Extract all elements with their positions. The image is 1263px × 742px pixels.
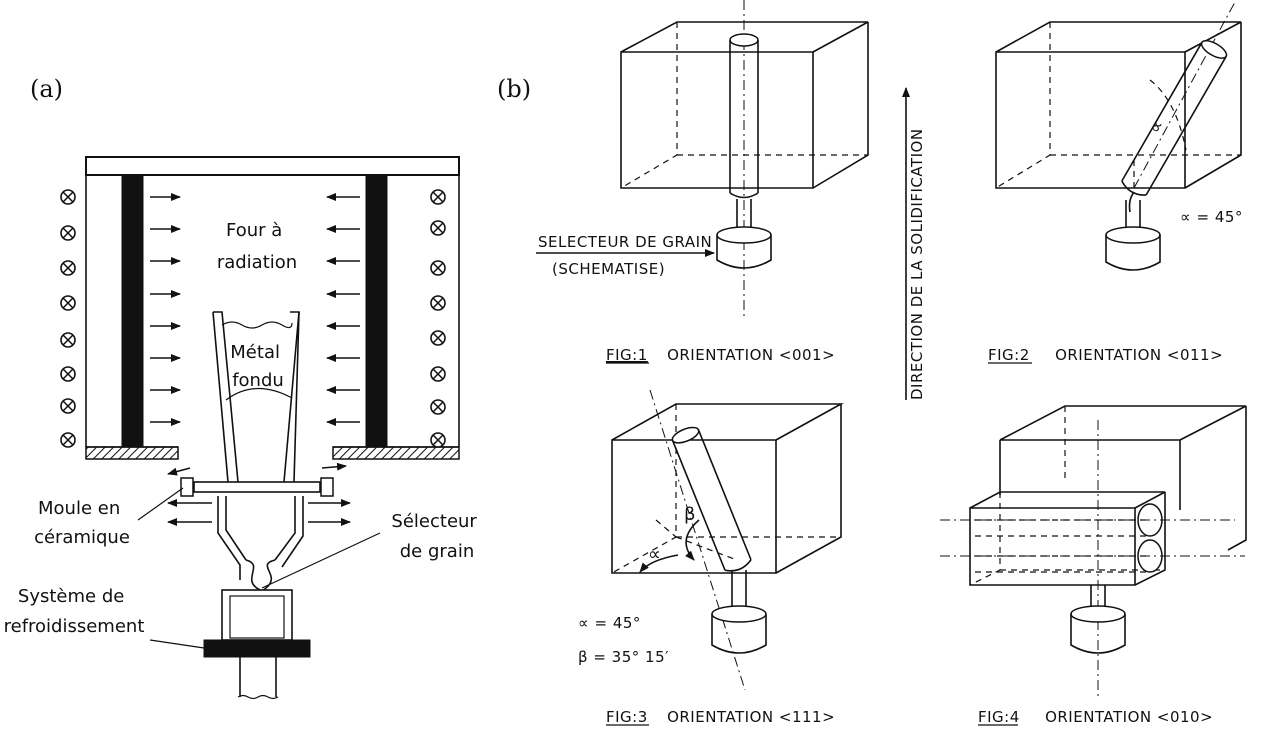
fig2-cube: ∝: [995, 1, 1242, 271]
coil-icon: [60, 225, 76, 241]
ceramic-mold: [180, 311, 334, 641]
left-heater-bar: [121, 174, 144, 448]
fig1-caption: FIG:1 ORIENTATION <001>: [606, 346, 835, 364]
coil-icon: [60, 295, 76, 311]
induction-coils-right: [430, 189, 446, 448]
fig3-cube: [611, 389, 845, 691]
coil-icon: [60, 432, 76, 448]
fig3-beta-label: β = 35° 15′: [578, 648, 669, 666]
coil-icon: [430, 399, 446, 415]
fig3-beta-symbol: β: [684, 504, 696, 525]
coil-icon: [60, 189, 76, 205]
fig2-alpha: ∝: [1144, 116, 1169, 138]
fig4-cube: [940, 405, 1247, 700]
fig3-alpha-symbol: ∝: [648, 544, 661, 565]
furnace-label: Four à radiation: [217, 220, 297, 273]
coil-icon: [430, 189, 446, 205]
left-baffle: [85, 446, 179, 460]
molten-metal-label: Métal fondu: [230, 342, 285, 391]
radiation-arrows-right: [326, 193, 360, 426]
coil-icon: [60, 260, 76, 276]
fig2-caption: FIG:2 ORIENTATION <011>: [988, 346, 1223, 364]
radiation-arrows-left: [150, 193, 181, 426]
coil-icon: [60, 366, 76, 382]
fig3-alpha-label: ∝ = 45°: [578, 614, 641, 632]
fig2-angle-label: ∝ = 45°: [1180, 208, 1243, 226]
coil-icon: [430, 432, 446, 448]
grain-selector-label: Sélecteur de grain: [391, 511, 482, 562]
coil-icon: [430, 366, 446, 382]
coil-icon: [430, 330, 446, 346]
mold-label: Moule en céramique: [34, 498, 130, 548]
coil-icon: [60, 398, 76, 414]
furnace-lid: [85, 156, 460, 176]
panel-b-label: (b): [497, 75, 531, 103]
selector-leader: [261, 532, 381, 589]
direction-label: DIRECTION DE LA SOLIDIFICATION: [908, 128, 926, 400]
panel-a: (a): [4, 75, 482, 700]
selector-sub-label: (SCHEMATISE): [552, 260, 665, 278]
cooling-leader: [149, 639, 205, 649]
coil-icon: [430, 295, 446, 311]
fig4-caption: FIG:4 ORIENTATION <010>: [978, 708, 1213, 726]
coil-icon: [60, 332, 76, 348]
selector-label: SELECTEUR DE GRAIN: [538, 233, 712, 251]
coil-icon: [430, 220, 446, 236]
chill-plate: [203, 639, 311, 658]
right-baffle: [332, 446, 460, 460]
panel-b: (b) SELECTEUR DE GRAIN (SCHEMATISE) FIG:…: [497, 0, 1247, 726]
right-heater-bar: [365, 174, 388, 448]
cooling-shaft: [239, 657, 277, 697]
panel-a-label: (a): [30, 75, 63, 103]
cooling-system-label: Système de refroidissement: [4, 586, 145, 637]
fig3-caption: FIG:3 ORIENTATION <111>: [606, 708, 835, 726]
induction-coils-left: [60, 189, 76, 448]
coil-icon: [430, 260, 446, 276]
mold-leader: [137, 487, 184, 521]
fig1-cube: [536, 0, 869, 318]
mold-radiation-arrows: [167, 462, 351, 526]
